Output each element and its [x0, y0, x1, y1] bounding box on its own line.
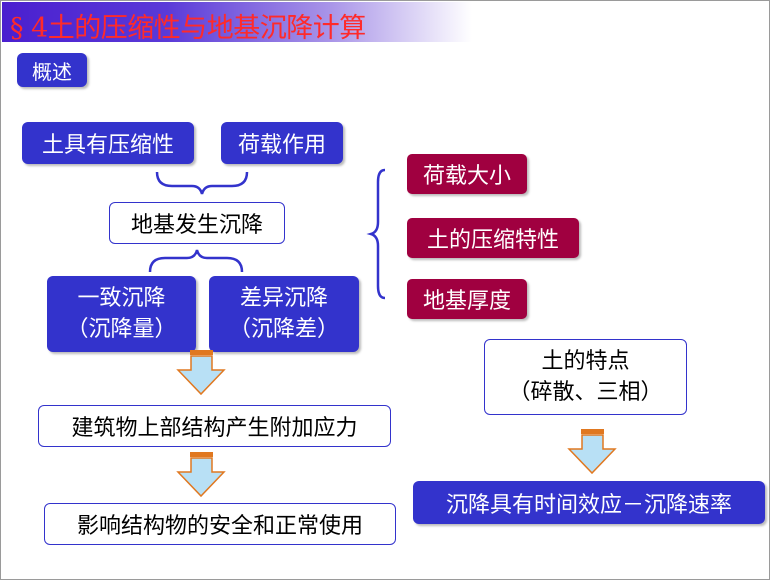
time-effect-box: 沉降具有时间效应－沉降速率: [413, 481, 765, 524]
soil-features-line1: 土的特点: [541, 349, 630, 374]
differential-settlement-line1: 差异沉降: [239, 286, 328, 311]
soil-features-line2: （碎散、三相）: [508, 380, 663, 405]
soil-features-box: 土的特点 （碎散、三相）: [484, 339, 687, 415]
foundation-settlement-box: 地基发生沉降: [109, 202, 285, 244]
brace-right: [366, 168, 386, 300]
differential-settlement-box: 差异沉降 （沉降差）: [209, 276, 359, 352]
uniform-settlement-line1: 一致沉降: [77, 286, 166, 311]
factor-soil-compression: 土的压缩特性: [407, 218, 579, 258]
safety-impact-box: 影响结构物的安全和正常使用: [44, 503, 396, 545]
cause-soil-compressibility: 土具有压缩性: [22, 122, 194, 164]
slide-title: § 4土的压缩性与地基沉降计算: [10, 13, 366, 44]
cause-load-action: 荷载作用: [221, 122, 343, 164]
factor-load-magnitude: 荷载大小: [407, 154, 527, 194]
down-arrow-2: [176, 452, 226, 498]
overview-label: 概述: [17, 53, 87, 87]
uniform-settlement-line2: （沉降量）: [66, 317, 177, 342]
title-bar: § 4土的压缩性与地基沉降计算: [2, 2, 472, 44]
down-arrow-1: [176, 350, 226, 396]
brace-middle: [148, 249, 244, 273]
down-arrow-3: [567, 429, 617, 475]
differential-settlement-line2: （沉降差）: [228, 317, 339, 342]
factor-foundation-thickness: 地基厚度: [407, 279, 527, 319]
brace-top: [155, 171, 249, 195]
additional-stress-box: 建筑物上部结构产生附加应力: [38, 405, 391, 447]
uniform-settlement-box: 一致沉降 （沉降量）: [47, 276, 196, 352]
